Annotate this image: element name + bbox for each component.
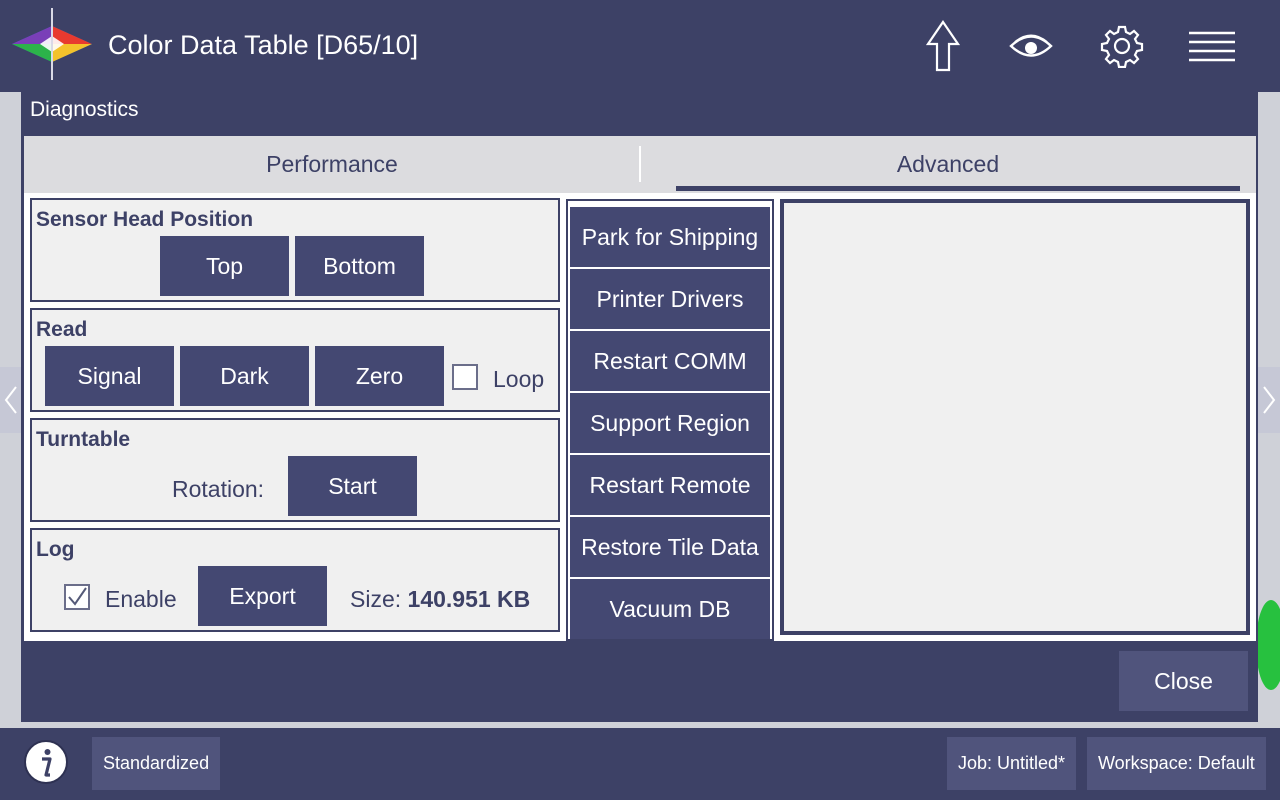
close-button[interactable]: Close — [1119, 651, 1248, 711]
log-size: Size: 140.951 KB — [350, 586, 530, 613]
sensor-bottom-button[interactable]: Bottom — [295, 236, 424, 296]
previous-page-arrow[interactable] — [0, 367, 22, 433]
diagnostics-dialog: Diagnostics Performance Advanced Sensor … — [21, 90, 1258, 722]
log-size-value: 140.951 KB — [407, 586, 531, 612]
tab-advanced[interactable]: Advanced — [896, 151, 1000, 177]
turntable-title: Turntable — [36, 428, 131, 451]
vacuum-db-button[interactable]: Vacuum DB — [570, 579, 770, 639]
chevron-left-icon — [4, 386, 17, 414]
read-zero-button[interactable]: Zero — [315, 346, 444, 406]
sensor-head-title: Sensor Head Position — [36, 208, 254, 231]
read-group: Read Signal Dark Zero Loop — [30, 308, 560, 412]
upload-arrow-icon[interactable] — [913, 16, 973, 76]
job-chip[interactable]: Job: Untitled* — [947, 737, 1077, 790]
loop-label: Loop — [493, 366, 545, 392]
active-tab-indicator — [676, 186, 1240, 191]
status-indicator — [1256, 600, 1280, 690]
output-panel[interactable] — [780, 199, 1250, 635]
tab-bar: Performance Advanced — [24, 136, 1256, 193]
rotation-start-button[interactable]: Start — [288, 456, 417, 516]
mode-chip[interactable]: Standardized — [92, 737, 221, 790]
hamburger-menu-icon[interactable] — [1182, 16, 1242, 76]
app-title: Color Data Table [D65/10] — [108, 30, 419, 60]
chevron-right-icon — [1263, 386, 1276, 414]
turntable-group: Turntable Rotation: Start — [30, 418, 560, 522]
app-header: Color Data Table [D65/10] — [0, 0, 1280, 92]
app-logo-icon — [12, 8, 92, 80]
restart-remote-button[interactable]: Restart Remote — [570, 455, 770, 515]
info-icon[interactable] — [22, 738, 70, 786]
park-for-shipping-button[interactable]: Park for Shipping — [570, 207, 770, 267]
support-region-button[interactable]: Support Region — [570, 393, 770, 453]
restart-comm-button[interactable]: Restart COMM — [570, 331, 770, 391]
rotation-label: Rotation: — [172, 476, 265, 502]
sensor-head-group: Sensor Head Position Top Bottom — [30, 198, 560, 302]
tab-performance[interactable]: Performance — [266, 151, 398, 177]
gear-icon[interactable] — [1092, 16, 1152, 76]
checkmark-icon — [68, 587, 87, 606]
sensor-top-button[interactable]: Top — [160, 236, 289, 296]
action-buttons-panel: Park for Shipping Printer Drivers Restar… — [566, 199, 774, 641]
restore-tile-data-button[interactable]: Restore Tile Data — [570, 517, 770, 577]
read-signal-button[interactable]: Signal — [45, 346, 174, 406]
log-export-button[interactable]: Export — [198, 566, 327, 626]
log-enable-label: Enable — [105, 586, 177, 612]
read-title: Read — [36, 318, 88, 341]
eye-icon[interactable] — [1001, 16, 1061, 76]
next-page-arrow[interactable] — [1258, 367, 1280, 433]
read-dark-button[interactable]: Dark — [180, 346, 309, 406]
dialog-title: Diagnostics — [30, 98, 139, 121]
printer-drivers-button[interactable]: Printer Drivers — [570, 269, 770, 329]
log-enable-checkbox[interactable] — [64, 584, 90, 610]
tab-content: Sensor Head Position Top Bottom Read Sig… — [24, 193, 1256, 641]
loop-checkbox[interactable] — [452, 364, 478, 390]
log-group: Log Enable Export Size: 140.951 KB — [30, 528, 560, 632]
log-size-label: Size: — [350, 586, 402, 612]
status-bar: Standardized Job: Untitled* Workspace: D… — [0, 728, 1280, 800]
tab-divider — [639, 146, 641, 182]
log-title: Log — [36, 538, 75, 561]
workspace-chip[interactable]: Workspace: Default — [1087, 737, 1266, 790]
